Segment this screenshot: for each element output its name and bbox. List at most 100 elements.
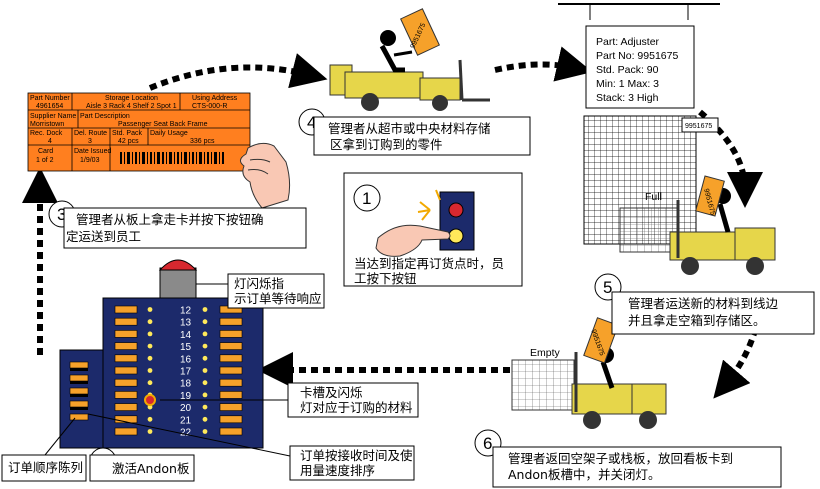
shelf-stack: Stack: 3 High [596, 92, 659, 104]
andon-lamp-right [202, 307, 208, 312]
callouts: 灯闪烁指 示订单等待响应 卡槽及闪烁 灯对应于订购的材料 订单按接收时间及使 用… [1, 273, 419, 482]
hand-holding-card-icon [240, 142, 291, 209]
empty-label: Empty [530, 347, 561, 359]
card-date-issued-value: 1/9/03 [80, 157, 100, 164]
step3-number: 3 [57, 205, 66, 224]
forklift-full-icon: 9951675 [619, 175, 776, 275]
andon-card-slot-left [114, 366, 138, 375]
andon-lamp-right [202, 319, 208, 325]
andon-lamp-right [202, 355, 208, 361]
pointing-hand-icon [375, 224, 451, 257]
full-label: Full [645, 191, 662, 203]
andon-card-slot-left [114, 378, 138, 387]
callout-slot-line2: 灯对应于订购的材料 [300, 400, 413, 415]
callout-queue: 订单顺序陈列 [8, 460, 83, 475]
step4-text-line1: 管理者从超市或中央材料存储 [328, 121, 491, 136]
arrow-shelf-to-full [698, 109, 763, 208]
card-using-address-value: CTS-000-R [192, 103, 227, 110]
card-card-value: 1 of 2 [36, 157, 54, 164]
andon-lamp-left [147, 416, 153, 422]
andon-card-slot-left [114, 330, 138, 338]
andon-slot-number: 20 [180, 403, 192, 414]
shelf-part-name: Part: Adjuster [596, 36, 660, 48]
step-captions: 管理者从板上拿走卡并按下按钮确 定运送到员工 管理者从超市或中央材料存储 区拿到… [63, 116, 815, 488]
step6-number: 6 [483, 434, 492, 453]
card-std-pack-value: 42 pcs [118, 138, 139, 145]
andon-lamp-left [147, 429, 153, 434]
andon-slot-number: 18 [180, 379, 192, 390]
andon-card-slot-right [219, 354, 243, 363]
andon-card-slot-right [219, 317, 243, 326]
step1-text-line1: 当达到指定再订货点时，员 [354, 256, 504, 271]
card-part-number-value: 4961654 [36, 103, 63, 110]
andon-slot-number: 12 [180, 306, 192, 317]
callout-light-line2: 示订单等待响应 [234, 291, 322, 306]
andon-card-slot-right [219, 391, 243, 399]
card-card-label: Card [38, 148, 53, 155]
andon-lamp-left [147, 307, 153, 312]
warning-light-icon [158, 259, 198, 271]
step1-number: 1 [362, 189, 371, 208]
kanban-card-text: Part Number 4961654 Storage Location Ais… [30, 95, 238, 164]
card-storage-location-label: Storage Location [105, 95, 158, 102]
step3-text-line1: 管理者从板上拿走卡并按下按钮确 [76, 212, 264, 227]
shelf-bin-tag: 9951675 [685, 123, 712, 130]
step1-text-line2: 工按下按钮 [354, 271, 417, 286]
step6-text-line1: 管理者返回空架子或栈板，放回看板卡到 [508, 451, 733, 466]
card-del-route-value: 3 [88, 138, 92, 145]
step5-text-line2: 并且拿走空箱到存储区。 [628, 313, 766, 328]
andon-slot-number: 13 [180, 318, 192, 329]
arrow-truck-to-shelf [494, 46, 593, 82]
andon-card-slot-left [114, 391, 138, 399]
andon-card-slot-right [219, 403, 243, 411]
card-daily-usage-value: 336 pcs [190, 138, 215, 145]
card-storage-location-value: Aisle 3 Rack 4 Shelf 2 Spot 1 [86, 103, 177, 110]
andon-card-slot-right [219, 415, 243, 424]
andon-card-slot-right [219, 342, 243, 350]
andon-card-slot-right [219, 330, 243, 338]
andon-lamp-left [147, 319, 153, 325]
andon-slot-number: 19 [180, 391, 192, 402]
andon-card-slot-right [219, 366, 243, 375]
andon-lamp-right [202, 368, 208, 373]
step5-number: 5 [603, 278, 612, 297]
card-date-issued-label: Date Issued [74, 148, 111, 155]
card-description-label: Part Description [80, 113, 130, 120]
andon-slot-number: 15 [180, 342, 192, 353]
andon-lamp-right [202, 416, 208, 422]
andon-card-slot-left [114, 317, 138, 326]
shelf-sign-text: Part: Adjuster Part No: 9951675 Std. Pac… [596, 36, 712, 130]
step4-text-line2: 区拿到订购到的零件 [330, 137, 443, 152]
andon-card-slot-left [114, 305, 138, 314]
andon-card-slot-left [114, 403, 138, 411]
flash-indicator-icon [144, 394, 156, 406]
andon-lamp-left [147, 368, 153, 373]
step3-text-line2: 定运送到员工 [66, 229, 141, 244]
kanban-card-barcode [120, 152, 224, 164]
forklift-empty-icon: 9951675 [511, 317, 667, 429]
andon-card-slot-right [219, 427, 243, 436]
step1-panel [343, 172, 523, 287]
card-del-route-label: Del. Route [74, 130, 107, 137]
callout-slot-line1: 卡槽及闪烁 [300, 385, 363, 400]
shelf-part-no: Part No: 9951675 [596, 50, 678, 62]
arrow-card-to-truck [148, 53, 328, 91]
andon-slot-number: 16 [180, 354, 192, 365]
andon-slot-number: 17 [180, 367, 192, 378]
andon-card-slot-right [219, 378, 243, 387]
card-description-value: Passenger Seat Back Frame [118, 121, 208, 128]
card-using-address-label: Using Address [192, 95, 238, 102]
shelf-std-pack: Std. Pack: 90 [596, 64, 659, 76]
step4-number: 4 [307, 113, 316, 132]
step5-text-line1: 管理者运送新的材料到线边 [628, 296, 779, 311]
andon-lamp-left [147, 355, 153, 361]
andon-lamp-left [147, 343, 153, 349]
step6-text-line2: Andon板槽中，并关闭灯。 [508, 467, 660, 482]
card-part-number-label: Part Number [30, 95, 70, 102]
card-supplier-value: Morristown [30, 121, 64, 128]
card-rec-dock-label: Rec. Dock [30, 130, 63, 137]
andon-card-slot-left [114, 354, 138, 363]
andon-slot-number: 22 [180, 428, 192, 439]
